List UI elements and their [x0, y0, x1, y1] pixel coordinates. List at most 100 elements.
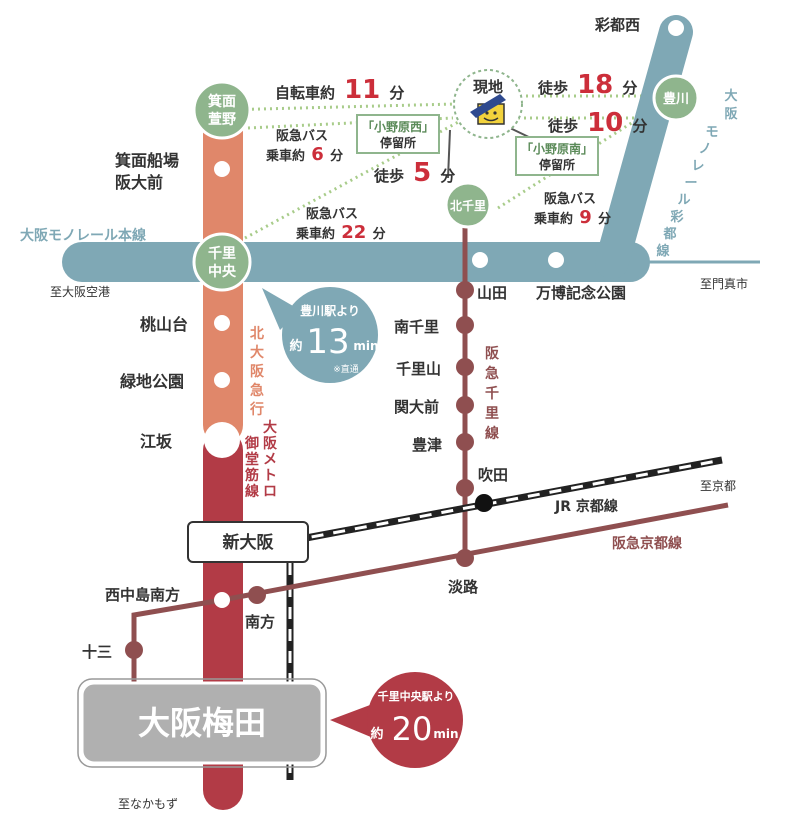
walk-route-nishi — [247, 116, 454, 130]
line-label-midosuji: 阪 — [263, 436, 278, 452]
label-yamada: 山田 — [477, 284, 507, 302]
dir-kadoma: 至門真市 — [700, 276, 748, 291]
label-toyotsu: 豊津 — [412, 436, 442, 454]
dir-nakamozu: 至なかもず — [118, 797, 178, 811]
station-toyotsu[interactable] — [456, 433, 474, 451]
station-shin-osaka-box[interactable] — [187, 521, 309, 563]
bus-stop-onoharaminami-box — [515, 136, 599, 176]
line-label-saito: モ — [705, 125, 718, 140]
station-esaka[interactable] — [204, 422, 240, 458]
line-label-hankyu-senri: 急 — [485, 365, 499, 382]
route-bus-minoh-top: 阪急バス — [276, 128, 328, 144]
bus-route-kitasenri — [497, 106, 656, 210]
label-umeda: 大阪梅田 — [138, 704, 266, 742]
line-label-kitakyu: 北 — [250, 326, 264, 342]
callout-toyokawa-prefix: 豊川駅より — [300, 303, 360, 318]
bus-stop-onoharanishi-box — [356, 114, 440, 154]
line-label-midosuji: 御 — [244, 435, 259, 452]
bus-stop-onoharanishi: 「小野原西」 — [362, 119, 434, 134]
route-bike: 自転車約 11 分 — [275, 75, 404, 105]
callout-toyokawa — [262, 287, 378, 383]
station-umeda-box[interactable] — [80, 681, 324, 765]
line-label-kitakyu: 急 — [250, 382, 264, 399]
label-minoh-senba-1: 箕面船場 — [114, 151, 179, 170]
station-minoh-kayano[interactable] — [192, 80, 252, 140]
callout-senrichuo-prefix: 千里中央駅より — [378, 689, 455, 703]
dir-kyoto: 至京都 — [700, 479, 736, 493]
station-suita-hankyu[interactable] — [456, 479, 474, 497]
line-label-kitakyu: 行 — [249, 401, 264, 418]
label-minami-senri: 南千里 — [394, 318, 439, 336]
station-suita-jr[interactable] — [475, 494, 493, 512]
station-yamada[interactable] — [456, 281, 474, 299]
station-momoyamadai[interactable] — [214, 315, 230, 331]
route-bus-minoh: 乗車約 6 分 — [265, 144, 343, 165]
house-icon — [470, 94, 506, 125]
line-label-saito: 阪 — [724, 107, 738, 122]
callout-senrichuo-approx: 約 — [370, 726, 383, 742]
label-toyokawa: 豊川 — [663, 91, 689, 107]
jr-kyoto-line — [286, 456, 723, 780]
monorail-saito-line — [595, 15, 693, 279]
station-saito-nishi[interactable] — [668, 20, 684, 36]
callout-senrichuo — [330, 672, 463, 768]
bus-stop-onoharaminami: 停留所 — [539, 157, 575, 172]
station-toyokawa[interactable] — [652, 74, 700, 122]
line-label-saito: ー — [684, 176, 697, 191]
label-senriyama: 千里山 — [396, 360, 441, 378]
station-ryokuchi[interactable] — [214, 372, 230, 388]
label-saito-nishi: 彩都西 — [594, 16, 640, 34]
label-esaka: 江坂 — [140, 432, 173, 451]
label-ryokuchi: 緑地公園 — [120, 372, 184, 391]
label-suita: 吹田 — [478, 466, 508, 484]
label-site: 現地 — [473, 78, 503, 96]
station-juso[interactable] — [125, 641, 143, 659]
callout-toyokawa-approx: 約 — [289, 338, 302, 354]
line-label-hankyu-senri: 阪 — [485, 346, 500, 362]
station-kandaimae[interactable] — [456, 396, 474, 414]
station-senri-chuo[interactable] — [192, 232, 252, 292]
station-senriyama[interactable] — [456, 358, 474, 376]
callout-senrichuo-unit: min — [433, 727, 458, 741]
station-awaji[interactable] — [456, 549, 474, 567]
callout-senrichuo-value: 20 — [392, 710, 433, 748]
route-walk-toyokawa: 徒歩 18 分 — [537, 70, 637, 100]
label-minamikata: 南方 — [245, 613, 275, 631]
line-label-saito: 都 — [662, 226, 676, 242]
label-minoh-kayano-1: 箕面 — [208, 93, 236, 110]
station-expo[interactable] — [548, 252, 564, 268]
dir-osaka-airport: 至大阪空港 — [50, 285, 110, 299]
station-minoh-senba[interactable] — [214, 161, 230, 177]
line-label-midosuji: ト — [263, 468, 277, 484]
line-label-saito: 彩 — [669, 209, 683, 225]
callout-toyokawa-note: ※直通 — [333, 363, 359, 375]
station-nishinakajima[interactable] — [214, 592, 230, 608]
label-minoh-senba-2: 阪大前 — [115, 173, 163, 192]
station-minamikata[interactable] — [248, 586, 266, 604]
callout-toyokawa-unit: min — [353, 339, 378, 353]
line-label-saito: ノ — [698, 142, 711, 157]
route-bus-senrichuo-top: 阪急バス — [306, 206, 358, 222]
label-awaji: 淡路 — [448, 578, 479, 596]
line-label-midosuji: 筋 — [245, 467, 259, 484]
line-label-saito: 線 — [656, 243, 670, 259]
label-nishinakajima: 西中島南方 — [105, 586, 180, 604]
label-expo: 万博記念公園 — [535, 284, 626, 302]
station-yamada-monorail[interactable] — [472, 252, 488, 268]
station-minami-senri[interactable] — [456, 316, 474, 334]
line-label-saito: レ — [691, 159, 704, 174]
label-senri-chuo-2: 中央 — [208, 263, 237, 280]
label-juso: 十三 — [82, 643, 112, 661]
label-kitasenri: 北千里 — [450, 198, 486, 213]
label-momoyamadai: 桃山台 — [140, 315, 188, 334]
line-label-midosuji: 堂 — [245, 451, 259, 468]
walk-nishi-leader — [447, 129, 451, 179]
line-label-kitakyu: 阪 — [250, 364, 265, 380]
station-kitasenri[interactable] — [444, 181, 492, 229]
line-label-hankyu-senri: 千 — [485, 385, 499, 402]
route-bus-kitasenri: 乗車約 9 分 — [533, 207, 611, 228]
line-label-hankyu-senri: 線 — [485, 425, 499, 442]
route-walk-minami: 徒歩 10 分 — [547, 108, 647, 138]
line-label-midosuji: ロ — [263, 484, 277, 500]
